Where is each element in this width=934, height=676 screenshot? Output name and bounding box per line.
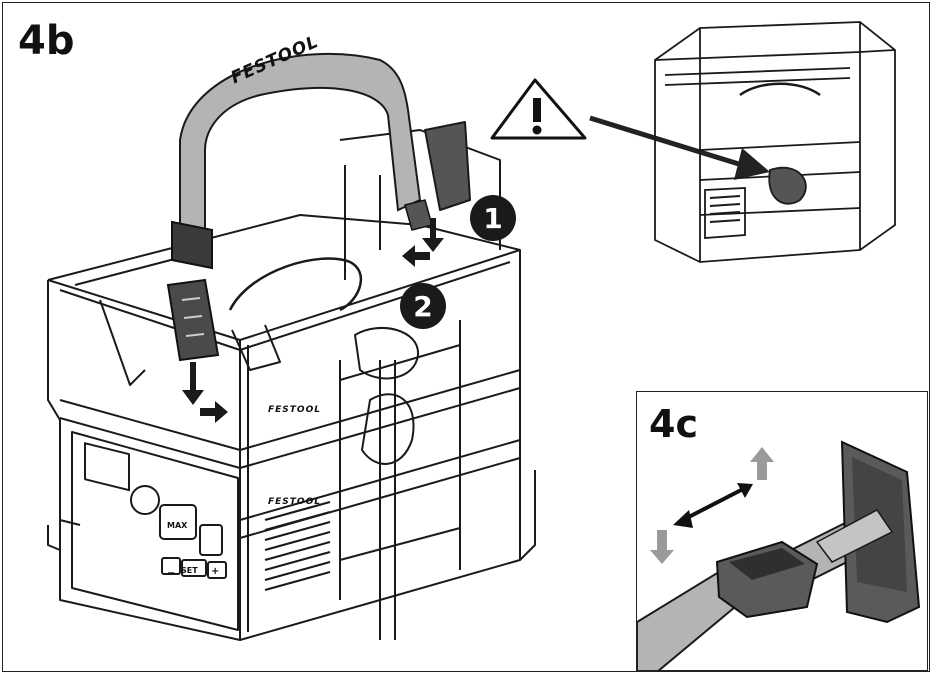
- step-label-4c: 4c: [649, 402, 698, 446]
- strap-clip-left: [166, 278, 220, 362]
- minus-button-label: −: [167, 568, 176, 579]
- callout-2: 2: [400, 283, 446, 329]
- up-arrow: [750, 447, 774, 480]
- power-button: [130, 485, 160, 515]
- motion-arrows: [182, 218, 444, 423]
- reference-case: [654, 21, 896, 263]
- case-outline: [47, 224, 521, 641]
- case-brand-text-upper: FESTOOL: [268, 405, 321, 415]
- inset-4c: 4c: [636, 391, 928, 671]
- plus-button-label: +: [211, 566, 220, 577]
- step-label-4b: 4b: [18, 18, 75, 64]
- control-panel: [71, 431, 239, 631]
- case-brand-text-lower: FESTOOL: [268, 497, 321, 507]
- down-arrow: [650, 530, 674, 564]
- inset-illustration: [637, 440, 921, 670]
- callout-1: 1: [470, 195, 516, 241]
- center-handle: [228, 257, 362, 312]
- max-button-label: MAX: [167, 521, 188, 530]
- pointer-arrow: [589, 115, 770, 180]
- set-button-label: SET: [181, 566, 198, 575]
- shoulder-strap: [166, 53, 433, 362]
- warning-triangle-icon: [490, 78, 587, 140]
- latch-plate: [361, 393, 415, 465]
